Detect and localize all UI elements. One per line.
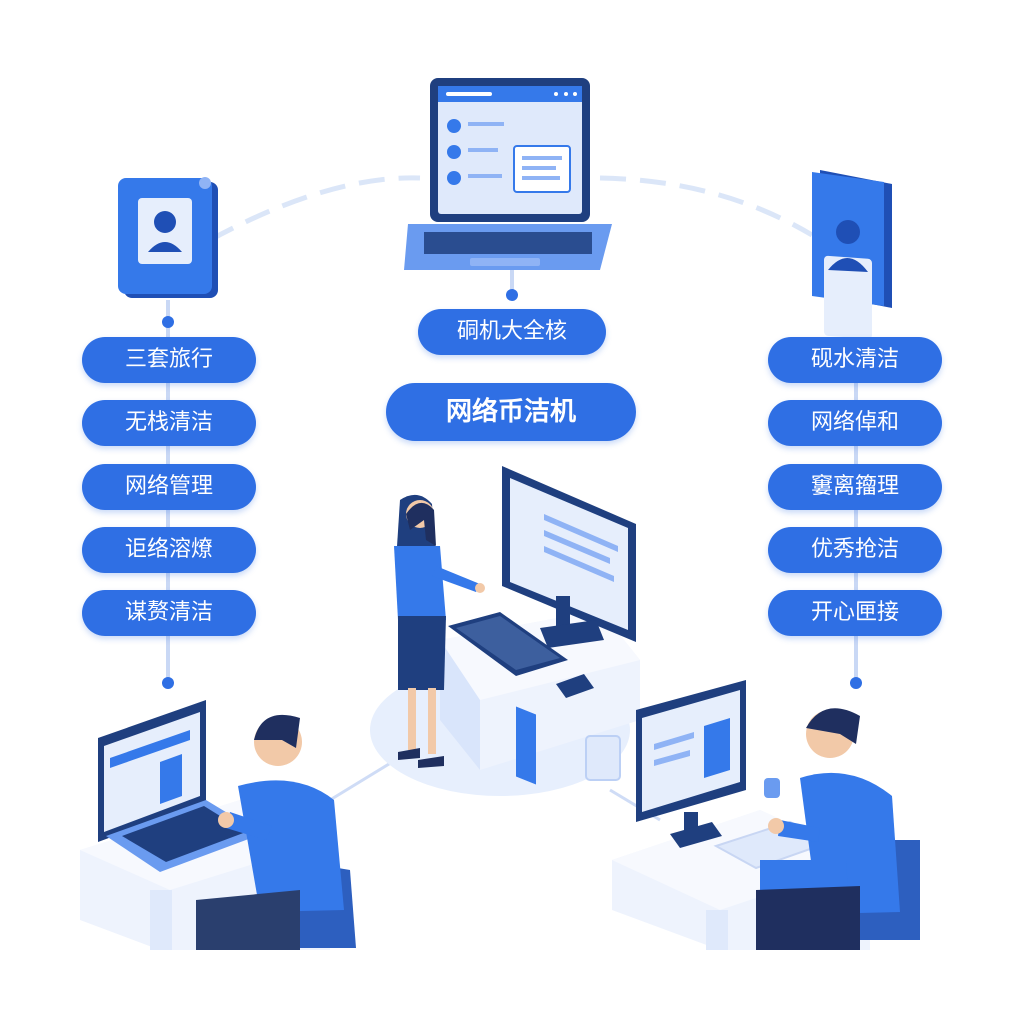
center-top-dot xyxy=(506,289,518,301)
left-item-5[interactable]: 谋赘清洁 xyxy=(82,590,256,636)
left-item-4[interactable]: 讵络溶燎 xyxy=(82,527,256,573)
user-profile-icon xyxy=(828,220,868,272)
standing-woman xyxy=(394,494,485,768)
left-workstation xyxy=(80,700,356,950)
right-workstation xyxy=(612,680,920,950)
user-profile-icon xyxy=(148,211,182,252)
left-profile-card xyxy=(118,177,218,298)
dashed-arc-connector-right xyxy=(599,175,814,238)
center-top-label[interactable]: 硐机大全核 xyxy=(418,309,606,355)
dashed-arc-connector xyxy=(208,175,421,243)
right-item-4[interactable]: 优秀抢洁 xyxy=(768,527,942,573)
right-bottom-dot xyxy=(850,677,862,689)
right-item-2[interactable]: 网络倬和 xyxy=(768,400,942,446)
left-top-dot xyxy=(162,316,174,328)
left-item-2[interactable]: 无栈清洁 xyxy=(82,400,256,446)
right-item-1[interactable]: 砚水清洁 xyxy=(768,337,942,383)
left-item-1[interactable]: 三套旅行 xyxy=(82,337,256,383)
center-main-label[interactable]: 网络币洁机 xyxy=(386,383,636,441)
left-item-3[interactable]: 网络管理 xyxy=(82,464,256,510)
right-item-3[interactable]: 窶离籀理 xyxy=(768,464,942,510)
right-item-5[interactable]: 开心匣接 xyxy=(768,590,942,636)
left-bottom-dot xyxy=(162,677,174,689)
top-laptop xyxy=(404,78,612,270)
right-profile-card xyxy=(812,170,892,339)
laptop-checklist-icon xyxy=(447,119,504,185)
